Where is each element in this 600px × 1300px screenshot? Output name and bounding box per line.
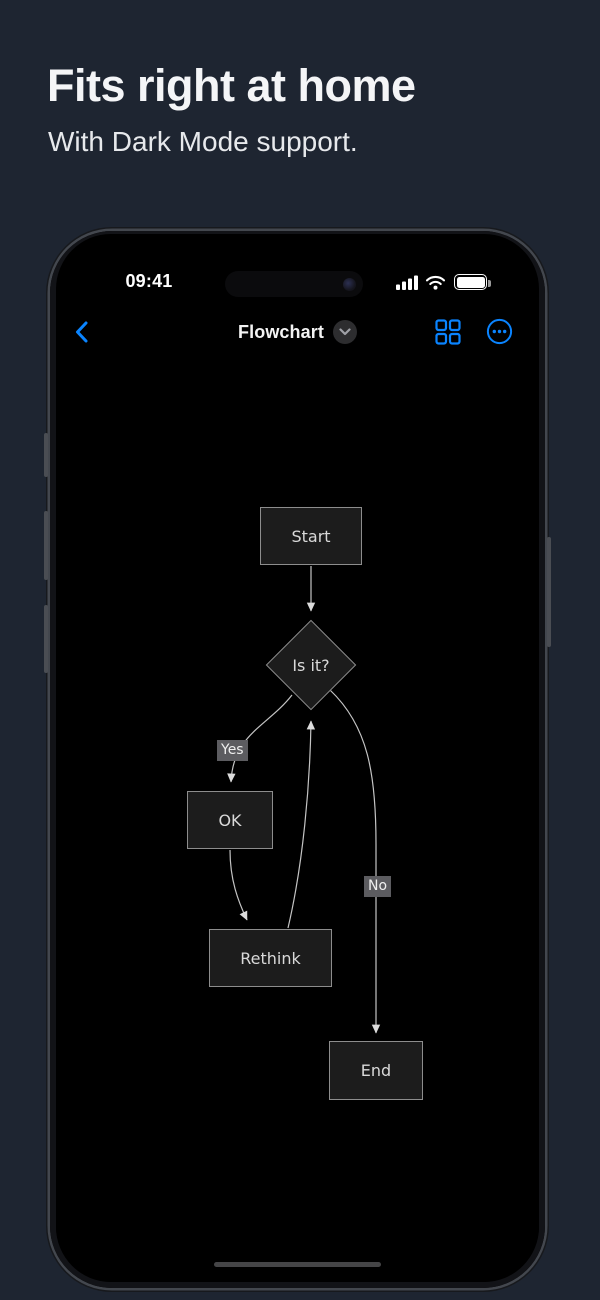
edge-decision-ok <box>227 694 293 783</box>
node-decision-label: Is it? <box>292 655 330 675</box>
status-time: 09:41 <box>125 271 173 291</box>
headline: Fits right at home <box>47 60 416 111</box>
volume-up-button <box>44 511 48 580</box>
cellular-signal-icon <box>396 275 418 290</box>
chevron-left-icon <box>76 321 88 343</box>
edge-label-no[interactable]: No <box>364 876 392 897</box>
grid-icon <box>435 319 461 345</box>
battery-icon <box>454 274 491 290</box>
subheadline: With Dark Mode support. <box>48 126 358 157</box>
flowchart-edges <box>227 566 381 1034</box>
battery-level <box>456 276 485 288</box>
grid-view-button[interactable] <box>435 319 461 345</box>
navigation-bar: Flowchart <box>56 314 539 350</box>
edge-rethink-decision <box>287 720 316 929</box>
iphone-mockup: 09:41 <box>44 231 551 1288</box>
title-group: Flowchart <box>56 314 539 350</box>
power-button <box>547 537 551 647</box>
edge-label-yes[interactable]: Yes <box>217 740 248 761</box>
volume-down-button <box>44 605 48 673</box>
node-decision[interactable]: Is it? <box>265 619 357 711</box>
edge-ok-rethink <box>229 849 248 921</box>
front-camera-icon <box>343 277 356 291</box>
ellipsis-circle-icon <box>486 318 513 345</box>
home-indicator[interactable] <box>214 1262 381 1267</box>
edge-decision-end <box>329 689 381 1034</box>
node-ok[interactable]: OK <box>187 791 273 849</box>
phone-screen: 09:41 <box>56 234 539 1282</box>
status-icons <box>396 274 496 292</box>
back-button[interactable] <box>74 318 98 346</box>
wifi-icon <box>425 275 446 290</box>
chevron-down-icon <box>339 328 351 336</box>
node-start[interactable]: Start <box>260 507 362 565</box>
flowchart-canvas[interactable]: Start Is it? OK Rethink End Yes No <box>56 234 539 1282</box>
title-menu-button[interactable] <box>332 320 357 344</box>
dynamic-island <box>225 271 363 297</box>
node-rethink[interactable]: Rethink <box>209 929 332 987</box>
node-end[interactable]: End <box>329 1041 423 1100</box>
mute-switch <box>44 433 48 477</box>
battery-nub <box>488 279 491 287</box>
more-options-button[interactable] <box>486 318 513 345</box>
document-title[interactable]: Flowchart <box>238 321 324 342</box>
